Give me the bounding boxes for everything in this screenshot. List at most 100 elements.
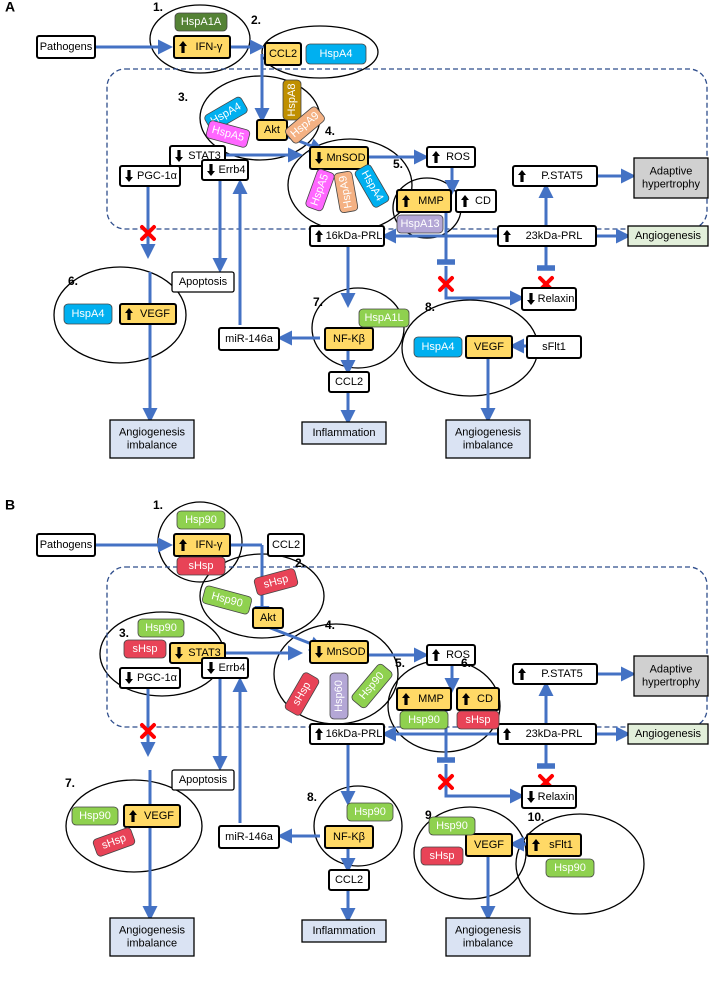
hsp90-chip-9: Hsp90 (428, 816, 476, 836)
hspa13-chip-label: HspA13 (400, 218, 439, 230)
up-arrow-icon (402, 693, 410, 705)
errb4-box: Errb4 (201, 657, 249, 679)
nfk-box-label: NF-Kβ (333, 831, 365, 843)
prl23-box: 23kDa-PRL (497, 225, 597, 247)
inhibition-cross-pgc (140, 723, 156, 739)
vegf-left-box: VEGF (123, 804, 181, 828)
up-arrow-icon (432, 649, 440, 661)
adaptive-hypertrophy-box-label: hypertrophy (642, 676, 701, 688)
shsp-chip-9-label: sHsp (429, 850, 454, 862)
apoptosis-box: Apoptosis (171, 271, 235, 293)
ellipse-7 (311, 287, 405, 369)
adaptive-hypertrophy-box-label: hypertrophy (642, 178, 701, 190)
pgc-box-label: PGC-1α (137, 170, 178, 182)
pstat5-box: P.STAT5 (512, 165, 598, 187)
pathogens-box-label: Pathogens (40, 41, 93, 53)
sflt1-box: sFlt1 (526, 833, 582, 857)
ros-box: ROS (426, 644, 476, 666)
hspa9-chip-4: HspA9 (333, 170, 359, 214)
angiogenesis-imbalance-left-box-label: imbalance (127, 937, 177, 949)
down-arrow-icon (527, 791, 535, 803)
prl16-box-label: 16kDa-PRL (326, 230, 383, 242)
panel-label: A (5, 0, 15, 15)
step-1-label: 1. (153, 0, 163, 14)
angiogenesis-imbalance-right-box-label: Angiogenesis (455, 426, 522, 438)
step-4-label: 4. (325, 124, 335, 138)
angiogenesis-imbalance-left-box-label: Angiogenesis (119, 426, 186, 438)
sflt1-box: sFlt1 (526, 335, 582, 359)
up-arrow-icon (315, 728, 323, 740)
inflammation-box: Inflammation (301, 919, 387, 943)
down-arrow-icon (125, 170, 133, 182)
errb4-box-label: Errb4 (219, 164, 246, 176)
hspa1a-chip-label: HspA1A (181, 16, 222, 28)
up-arrow-icon (518, 668, 526, 680)
step-10-label: 10. (528, 810, 545, 824)
step-2-label: 2. (251, 13, 261, 27)
ccl2-top-box: CCL2 (267, 533, 305, 557)
errb4-box: Errb4 (201, 159, 249, 181)
vegf-left-box-label: VEGF (140, 308, 170, 320)
up-arrow-icon (125, 308, 133, 320)
hspa4-chip-2: HspA4 (305, 43, 367, 65)
nfk-box-label: NF-Kβ (333, 333, 365, 345)
mmp-box-label: MMP (418, 693, 444, 705)
shsp-chip-3-label: sHsp (132, 643, 157, 655)
pstat5-box-label: P.STAT5 (541, 170, 583, 182)
ifng-box: IFN-γ (173, 533, 231, 557)
nfk-box: NF-Kβ (324, 327, 374, 351)
ellipse-7 (65, 779, 203, 873)
shsp-chip-7: sHsp (92, 827, 136, 857)
ccl2-bottom-box: CCL2 (328, 869, 370, 891)
angiogenesis-box-label: Angiogenesis (635, 230, 702, 242)
inflammation-box-label: Inflammation (313, 925, 376, 937)
hspa4-chip-8-label: HspA4 (421, 341, 454, 353)
hspa1a-chip: HspA1A (174, 12, 228, 32)
pathogens-box: Pathogens (36, 533, 96, 557)
ifng-box: IFN-γ (173, 35, 231, 59)
angiogenesis-box: Angiogenesis (627, 723, 709, 745)
prl16-box: 16kDa-PRL (309, 723, 385, 745)
ifng-box-label: IFN-γ (196, 539, 223, 551)
hspa5-chip-4: HspA5 (305, 168, 335, 212)
akt-box: Akt (256, 119, 288, 141)
shsp-chip-1: sHsp (176, 556, 226, 576)
shsp-chip-6-label: sHsp (465, 714, 490, 726)
nfk-box: NF-Kβ (324, 825, 374, 849)
mmp-box-label: MMP (418, 195, 444, 207)
down-arrow-icon (175, 647, 183, 659)
hsp90-chip-8-label: Hsp90 (354, 806, 386, 818)
down-arrow-icon (315, 152, 323, 164)
pgc-box-label: PGC-1α (137, 672, 178, 684)
step-8-label: 8. (307, 790, 317, 804)
adaptive-hypertrophy-box-label: Adaptive (650, 165, 693, 177)
apoptosis-box-label: Apoptosis (179, 774, 228, 786)
step-1-label: 1. (153, 498, 163, 512)
ccl2-top-box: CCL2 (264, 42, 302, 66)
pathogens-box: Pathogens (36, 35, 96, 59)
hsp90-chip-2: Hsp90 (201, 585, 253, 615)
vegf-right-box: VEGF (465, 335, 513, 359)
shsp-chip-6: sHsp (456, 710, 500, 730)
hspa4-chip-6: HspA4 (63, 303, 113, 325)
shsp-chip-9: sHsp (420, 846, 464, 866)
hspa1l-chip: HspA1L (358, 308, 410, 328)
hspa9-chip-4-label: HspA9 (337, 175, 355, 210)
akt-box: Akt (252, 607, 284, 629)
ellipse-1 (149, 4, 251, 74)
angiogenesis-imbalance-right-box-label: Angiogenesis (455, 924, 522, 936)
step-3-label: 3. (119, 626, 129, 640)
hsp60-chip-4: Hsp60 (329, 672, 349, 720)
mnsod-box-label: MnSOD (326, 152, 365, 164)
mnsod-box: MnSOD (309, 146, 369, 170)
errb4-box-label: Errb4 (219, 662, 246, 674)
ccl2-top-box-label: CCL2 (269, 48, 297, 60)
ellipse-8 (313, 785, 403, 867)
angiogenesis-imbalance-left-box-label: Angiogenesis (119, 924, 186, 936)
